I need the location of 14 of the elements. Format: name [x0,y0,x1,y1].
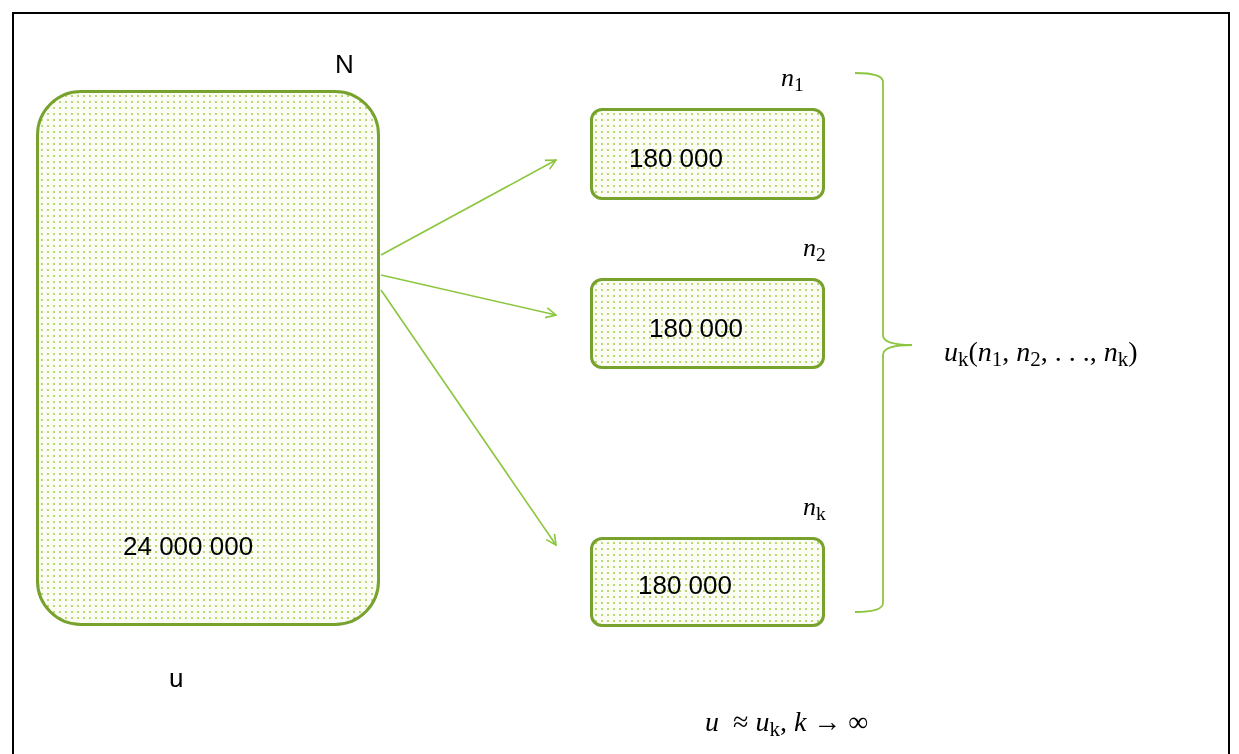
arrow [380,274,557,319]
node-heading: n$_{k}$ [803,494,826,520]
node-value: 180 000 [649,315,743,341]
node-caption: u [169,665,184,691]
node-heading: n$_{1}$ [781,65,804,91]
node-value: 24 000 000 [123,533,254,559]
arrow [380,289,557,546]
node-heading: n$_{2}$ [803,235,826,261]
node-heading: N [335,51,354,77]
node-value: 180 000 [629,145,723,171]
formula-label: u$_{k}$(n$_{1}$, n$_{2}$, . . ., n$_{k}$) [944,338,1138,366]
arrow [380,159,557,256]
formula-label: u ≈ u$_{k}$, k → ∞ [705,708,869,736]
node-value: 180 000 [638,572,732,598]
